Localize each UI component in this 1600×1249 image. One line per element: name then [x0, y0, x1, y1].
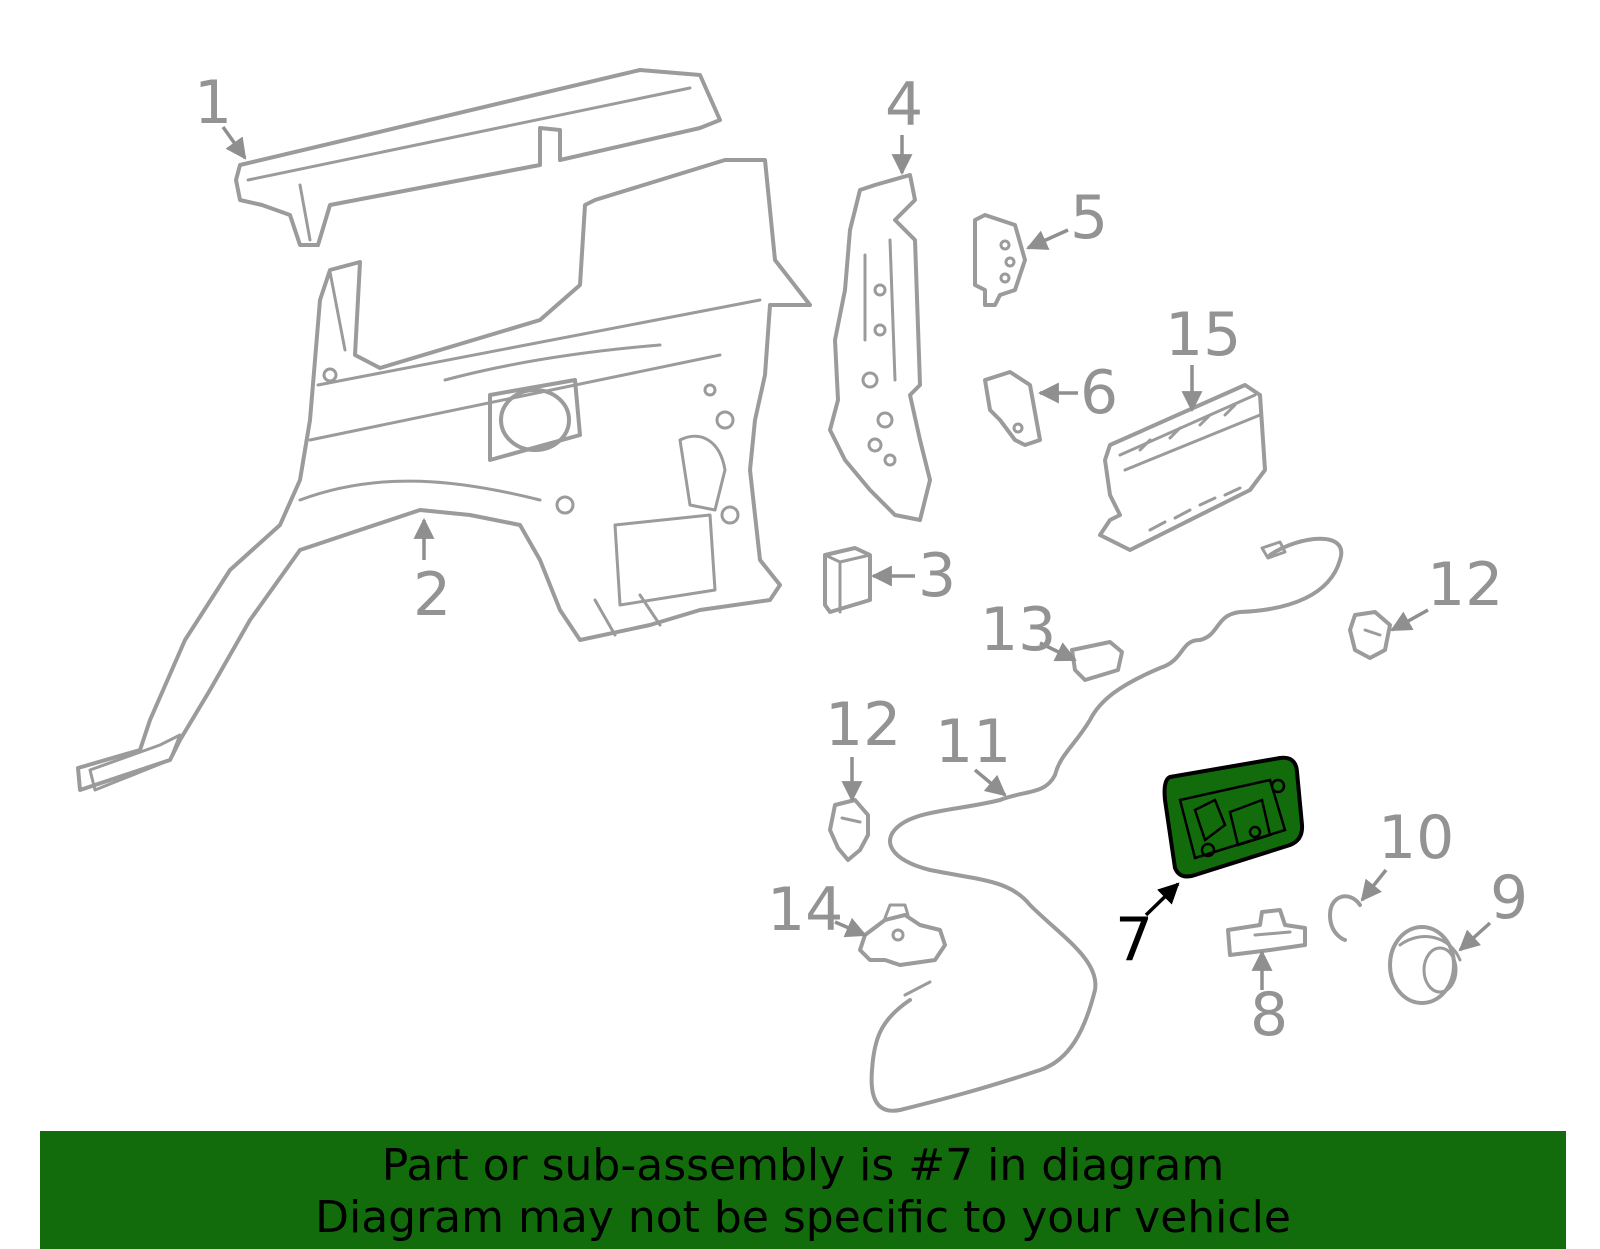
callout-3: 3	[918, 541, 956, 611]
callout-10: 10	[1378, 803, 1454, 873]
callout-5: 5	[1070, 183, 1108, 253]
info-banner: Part or sub-assembly is #7 in diagram Di…	[40, 1131, 1566, 1249]
callout-4: 4	[885, 70, 923, 140]
part-1-roof-rail	[234, 68, 722, 247]
part-6-bracket	[983, 370, 1042, 447]
part-7-fuel-door-highlighted	[1162, 755, 1305, 879]
banner-line-part: Part or sub-assembly is #7 in diagram	[381, 1140, 1225, 1191]
part-9-filler-grommet	[1388, 925, 1462, 1005]
part-2-quarter-panel	[76, 158, 812, 792]
part-5-bracket	[973, 213, 1027, 307]
banner-line-disclaimer: Diagram may not be specific to your vehi…	[315, 1192, 1291, 1243]
part-13-clip	[1070, 640, 1124, 682]
callout-7-highlighted: 7	[1115, 905, 1153, 975]
callout-8: 8	[1250, 980, 1288, 1050]
callout-13: 13	[980, 595, 1056, 665]
callout-2: 2	[413, 560, 451, 630]
part-15-fuel-door-housing	[1098, 383, 1267, 552]
part-12-grommet-right	[1348, 610, 1392, 660]
part-10-retaining-ring	[1328, 894, 1362, 942]
part-3-pad	[823, 546, 872, 614]
part-12-clip-left	[828, 798, 870, 862]
callout-6: 6	[1080, 358, 1118, 428]
callout-11: 11	[935, 707, 1011, 777]
callout-12-right: 12	[1427, 550, 1503, 620]
callout-labels: 1 2 3 4 5 6 7 8 9 10 11 12 12 13 14 15	[194, 68, 1528, 1050]
part-4-pillar-reinforcement	[828, 173, 932, 522]
callout-12-left: 12	[825, 690, 901, 760]
callout-15: 15	[1165, 300, 1241, 370]
callout-14: 14	[767, 875, 843, 945]
callout-9: 9	[1490, 863, 1528, 933]
part-8-hinge	[1226, 908, 1307, 957]
part-11-release-cable	[869, 536, 1344, 1113]
callout-1: 1	[194, 68, 232, 138]
part-14-actuator	[858, 903, 947, 967]
leader-lines	[221, 125, 1492, 990]
